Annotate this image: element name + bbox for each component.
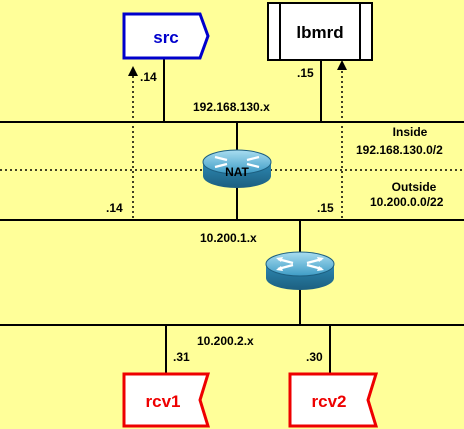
lbmrd-label: lbmrd [296,23,343,42]
src-label: src [153,28,179,47]
middle-network-label: 10.200.1.x [200,231,257,245]
outside-zone-range: 10.200.0.0/22 [370,195,444,209]
lbmrd-inside-address: .15 [297,66,314,80]
inside-zone-title: Inside [393,125,428,139]
rcv1-address: .31 [173,350,190,364]
lbmrd-outside-address: .15 [317,201,334,215]
lbmrd-node: lbmrd [267,2,373,61]
src-box [122,12,210,60]
rcv1-node: rcv1 [122,372,211,428]
lbmrd-arrowhead-icon [337,60,347,70]
inside-network-label: 192.168.130.x [193,100,270,114]
rcv2-label: rcv2 [312,392,347,411]
nat-label: NAT [225,165,249,179]
rcv1-label: rcv1 [146,392,181,411]
src-node: src [122,12,210,60]
rcv2-node: rcv2 [288,372,379,428]
src-arrowhead-icon [128,66,138,76]
rcv2-address: .30 [306,350,323,364]
outside-zone-title: Outside [392,180,437,194]
lbmrd-box [267,2,373,61]
src-inside-address: .14 [140,70,157,84]
bottom-network-label: 10.200.2.x [197,334,254,348]
nat-router-icon: NAT [202,149,272,188]
inside-zone-range: 192.168.130.0/2 [356,143,443,157]
rcv1-box [122,372,211,428]
router-icon [265,251,335,290]
rcv2-box [288,372,379,428]
src-outside-address: .14 [106,201,123,215]
